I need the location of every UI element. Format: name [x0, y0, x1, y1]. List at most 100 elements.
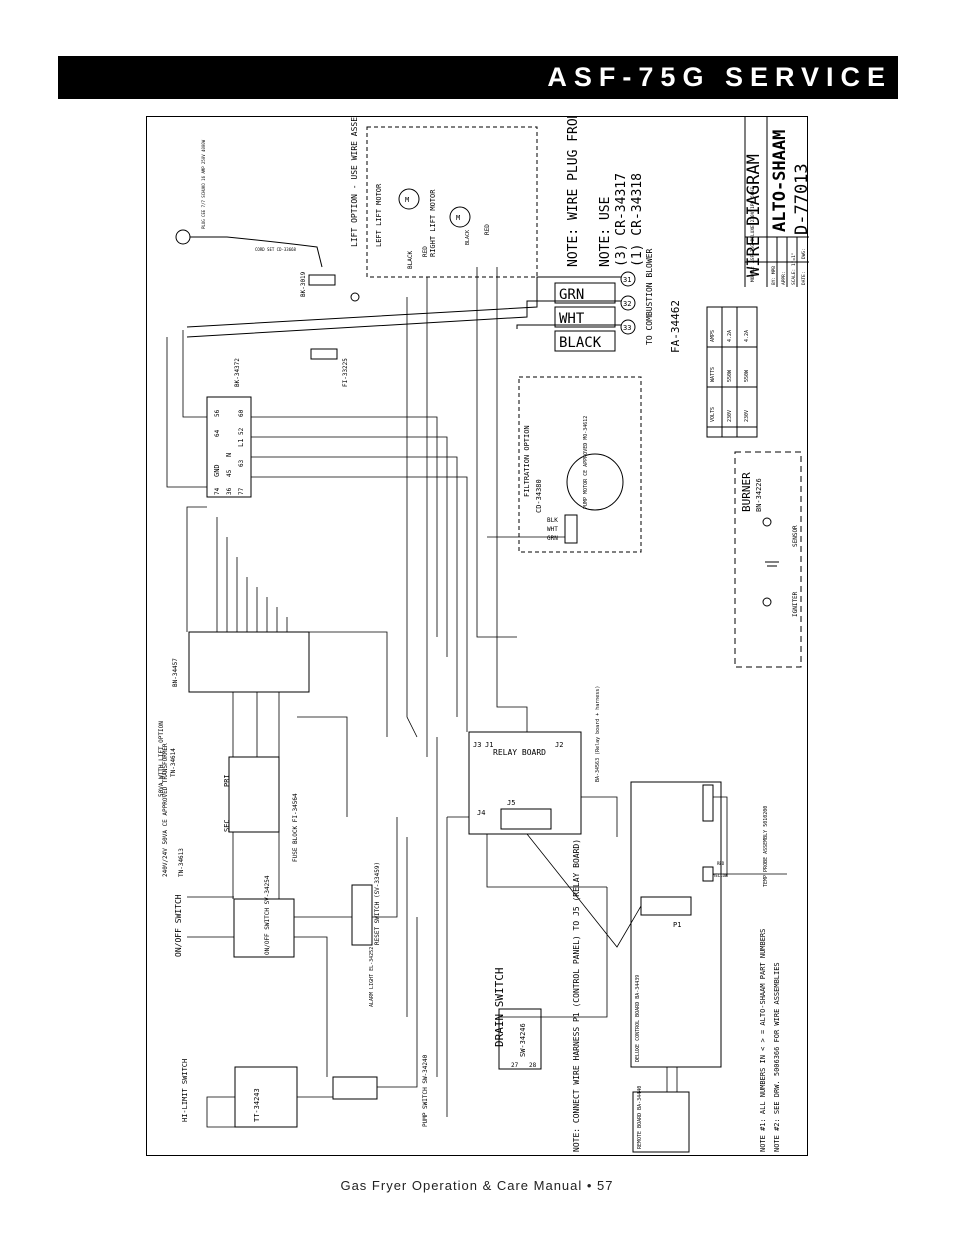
pump-motor-label: PUMP MOTOR CE APPROVED MO-34612 — [583, 416, 589, 509]
note-1: NOTE #1: ALL NUMBERS IN < > = ALTO-SHAAM… — [759, 929, 767, 1152]
drain-switch: DRAIN SWITCH SW-34246 27 28 — [493, 968, 542, 1070]
reset-switch: RESET SWITCH (SV-33459) ALARM LIGHT EL-3… — [351, 862, 381, 1007]
ratings-cell: 4.2A — [727, 330, 733, 342]
note-2: NOTE #2: SEE DRW. 5006366 FOR WIRE ASSEM… — [773, 962, 781, 1152]
transformer-label-2: 240V/24V 50VA CE APPROVED TRANSFORMER — [162, 743, 169, 877]
fuse-block-label: FUSE BLOCK FI-34564 — [292, 793, 299, 862]
combustion-blower: GRN WHT BLACK 31 32 33 TO COMBUSTION BLO… — [186, 248, 682, 353]
j4-label: J4 — [477, 809, 485, 817]
wht-wire-label: WHT — [547, 526, 558, 533]
remote-board-label: REMOTE BOARD BA-34440 — [637, 1086, 643, 1149]
scale-label: SCALE: 1"=1" — [791, 252, 797, 285]
power-cord: PLUG CEE 7/7 SCHUKO 16 AMP 250V 4000W CO… — [175, 139, 360, 302]
grn-wire-label: GRN — [559, 287, 584, 303]
lift-option-label: LIFT OPTION - USE WIRE ASSEMBLY 5009037 — [350, 117, 359, 247]
pump-switch: PUMP SWITCH SW-34240 — [332, 1054, 429, 1127]
tn34614-label: TN-34614 — [170, 748, 177, 777]
transformer-label-1: 50VA WITH LIFT OPTION — [158, 721, 165, 797]
ratings-cell: 550W — [727, 369, 733, 382]
motor-symbol: M — [405, 196, 409, 204]
to-combustion-label: TO COMBUSTION BLOWER — [645, 248, 654, 345]
note-cr2: (1) CR-34318 — [630, 173, 645, 267]
hi-limit-switch: HI-LIMIT SWITCH TT-34243 — [181, 1059, 298, 1128]
ratings-table: VOLTS WATTS AMPS 230V 550W 4.2A 230V 550… — [706, 306, 758, 438]
terminal-33: 33 — [623, 324, 631, 332]
filtration-option: FILTRATION OPTION CD-34380 PUMP MOTOR CE… — [518, 376, 642, 553]
on-off-switch: ON/OFF SWITCH ON/OFF SWITCH SV-34254 — [174, 875, 295, 958]
sw34246-label: SW-34246 — [519, 1023, 527, 1057]
diagram-frame: WIRE DIAGRAM ALTO-SHAAM D-77013 MODEL: A… — [146, 116, 809, 1156]
bk34372-label: BK-34372 — [234, 358, 241, 387]
note-use: NOTE: USE — [598, 197, 613, 267]
tt34243-label: TT-34243 — [253, 1088, 261, 1122]
temp-probe-label: TEMP PROBE ASSEMBLY 5010200 — [763, 806, 769, 887]
burner-label: BURNER — [740, 472, 753, 512]
sec-label: SEC — [223, 819, 231, 832]
model-text: MODEL: ASF-75G DELUXE 230V 1PH 50HZ — [750, 187, 756, 282]
lift-option-box: LIFT OPTION - USE WIRE ASSEMBLY 5009037 … — [350, 117, 538, 278]
terminal-l1: L1 — [237, 439, 245, 447]
dwg-label: DWG: — [801, 248, 807, 259]
terminal-63: 63 — [238, 459, 245, 467]
ba34563-label: BA-34563 (Relay board + harness) — [595, 686, 601, 782]
drawing-number: D-77013 — [792, 163, 809, 235]
terminal-45: 45 — [226, 469, 233, 477]
j2-label: J2 — [555, 741, 563, 749]
terminal-block-bn34457: BN-34457 — [172, 631, 310, 693]
brand-logo: ALTO-SHAAM — [770, 130, 790, 232]
transformer: 50VA WITH LIFT OPTION TN-34614 240V/24V … — [158, 721, 299, 877]
ratings-header-volts: VOLTS — [710, 407, 716, 422]
terminal-36: 36 — [226, 487, 233, 495]
grn-wire-label: GRN — [547, 535, 558, 542]
igniter-label: IGNITER — [792, 591, 799, 617]
bk3019-label: BK-3019 — [300, 271, 307, 297]
left-lift-motor-label: LEFT LIFT MOTOR — [375, 183, 383, 247]
p1-label: P1 — [673, 921, 681, 929]
terminal-block-bk34372: BK-34372 GND N L1 56 64 74 60 52 45 77 6… — [206, 348, 349, 498]
page-footer: Gas Fryer Operation & Care Manual • 57 — [340, 1178, 614, 1193]
bn34226-label: BN-34226 — [755, 478, 763, 512]
relay-board-label: RELAY BOARD — [493, 748, 546, 757]
wht-wire-label: WHT — [559, 311, 585, 327]
terminal-gnd: GND — [213, 464, 221, 477]
yellow-wire-label: YELLOW — [713, 873, 728, 878]
ratings-cell: 4.2A — [744, 330, 750, 342]
reset-switch-label: RESET SWITCH (SV-33459) — [374, 862, 381, 945]
red-wire-label: RED — [717, 861, 725, 866]
remote-board: REMOTE BOARD BA-34440 — [632, 1086, 690, 1153]
ratings-cell: 550W — [744, 369, 750, 382]
cord-label: CORD SET CD-33668 — [255, 247, 297, 252]
j1-label: J1 — [485, 741, 493, 749]
title-block: WIRE DIAGRAM ALTO-SHAAM D-77013 MODEL: A… — [744, 117, 809, 287]
ratings-header-amps: AMPS — [710, 330, 716, 342]
deluxe-board-label: DELUXE CONTROL BOARD BA-34439 — [635, 975, 641, 1062]
wiring-diagram: WIRE DIAGRAM ALTO-SHAAM D-77013 MODEL: A… — [158, 117, 809, 1153]
terminal-60: 60 — [238, 409, 245, 417]
terminal-n: N — [225, 453, 233, 457]
ratings-header-watts: WATTS — [710, 367, 716, 382]
ratings-cell: 230V — [727, 410, 733, 422]
hi-limit-label: HI-LIMIT SWITCH — [181, 1059, 189, 1122]
note-cr1: (3) CR-34317 — [614, 173, 629, 267]
by-label: BY: MPB — [771, 266, 777, 285]
black-wire-label: BLACK — [559, 335, 602, 351]
on-off-switch-label: ON/OFF SWITCH SV-34254 — [264, 875, 271, 955]
terminal-32: 32 — [623, 300, 631, 308]
filtration-label: FILTRATION OPTION — [523, 425, 531, 497]
sensor-label: SENSOR — [792, 525, 799, 547]
cd34380-label: CD-34380 — [535, 479, 543, 513]
right-lift-motor-label: RIGHT LIFT MOTOR — [429, 189, 437, 257]
alarm-light-label: ALARM LIGHT EL-34252 — [369, 947, 375, 1007]
wiring-lines — [166, 267, 787, 1128]
relay-board: RELAY BOARD J1 J2 J3 J4 J5 BA-34563 (Rel… — [468, 686, 601, 835]
blk-wire-label: BLK — [547, 517, 558, 524]
plug-label: PLUG CEE 7/7 SCHUKO 16 AMP 250V 4000W — [201, 139, 206, 229]
wire-red-label: RED — [422, 246, 429, 257]
deluxe-control-board: P1 DELUXE CONTROL BOARD BA-34439 TEMP PR… — [630, 781, 769, 1068]
terminal-31: 31 — [623, 276, 631, 284]
terminal-64: 64 — [214, 429, 221, 437]
title-wire-diagram: WIRE DIAGRAM — [744, 154, 764, 277]
wire-red-label: RED — [484, 224, 491, 235]
terminal-28: 28 — [529, 1062, 537, 1069]
wire-black-label: BLACK — [407, 251, 414, 269]
